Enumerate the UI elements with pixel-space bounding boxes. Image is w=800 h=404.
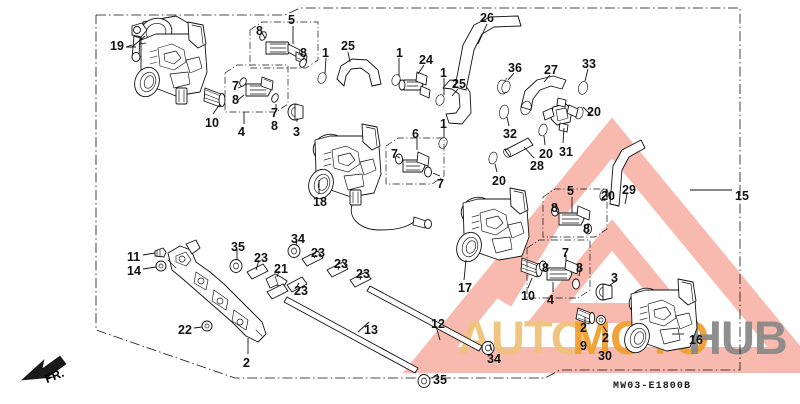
- callout-35: 35: [231, 240, 245, 254]
- callout-24: 24: [419, 53, 433, 67]
- callout-5: 5: [288, 13, 295, 27]
- callout-20: 20: [587, 105, 601, 119]
- callout-11: 11: [127, 250, 141, 264]
- callout-30: 30: [598, 349, 612, 363]
- callout-32: 32: [503, 127, 517, 141]
- watermark-text-hub: HUB: [688, 311, 788, 364]
- callout-12: 12: [431, 317, 445, 331]
- callout-2: 2: [580, 321, 587, 335]
- callout-15: 15: [735, 189, 749, 203]
- carburetor-16: [624, 278, 698, 354]
- callout-7: 7: [437, 177, 444, 191]
- callout-23: 23: [334, 257, 348, 271]
- callout-33: 33: [582, 57, 596, 71]
- callout-35: 35: [433, 373, 447, 387]
- callout-10: 10: [205, 116, 219, 130]
- part-22-washer: [201, 320, 213, 332]
- clips-group: [488, 77, 609, 202]
- parts-11-14: [154, 247, 167, 272]
- hose-29: [609, 139, 646, 207]
- callout-20: 20: [492, 174, 506, 188]
- group-5-assembly: [224, 21, 319, 113]
- callout-23: 23: [356, 267, 370, 281]
- callout-21: 21: [274, 262, 288, 276]
- callout-18: 18: [313, 195, 327, 209]
- part-3-bushing-b: [595, 283, 613, 301]
- callout-27: 27: [544, 63, 558, 77]
- diagram-border: [95, 7, 741, 379]
- callout-14: 14: [127, 264, 141, 278]
- callout-7: 7: [391, 147, 398, 161]
- callout-3: 3: [611, 271, 618, 285]
- carburetor-17: [456, 187, 543, 278]
- parts-2-9-30: [575, 307, 606, 325]
- callout-10: 10: [521, 289, 535, 303]
- callout-5: 5: [567, 184, 574, 198]
- callout-17: 17: [458, 281, 472, 295]
- callout-28: 28: [530, 159, 544, 173]
- callout-1: 1: [396, 46, 403, 60]
- callout-26: 26: [480, 11, 494, 25]
- callout-23: 23: [311, 246, 325, 260]
- callout-19: 19: [110, 39, 124, 53]
- diagram-code: MW03-E1800B: [613, 381, 692, 392]
- part-28-tube: [503, 137, 534, 158]
- part-10-screw-left: [203, 87, 226, 108]
- callout-9: 9: [580, 339, 587, 353]
- hose-25a: [336, 58, 382, 87]
- callout-29: 29: [622, 183, 636, 197]
- hose-26: [454, 15, 522, 91]
- group-6-assembly: [385, 137, 445, 185]
- callout-8: 8: [542, 261, 549, 275]
- callout-1: 1: [322, 46, 329, 60]
- callout-8: 8: [300, 46, 307, 60]
- callout-16: 16: [689, 333, 703, 347]
- callout-31: 31: [559, 145, 573, 159]
- carburetor-18: [308, 123, 432, 231]
- callout-7: 7: [232, 79, 239, 93]
- callout-23: 23: [254, 251, 268, 265]
- hose-27: [520, 75, 567, 116]
- callout-25: 25: [341, 39, 355, 53]
- callout-6: 6: [412, 127, 419, 141]
- callout-4: 4: [238, 125, 245, 139]
- callout-8: 8: [256, 24, 263, 38]
- callout-34: 34: [291, 232, 305, 246]
- callout-34: 34: [487, 352, 501, 366]
- callout-20: 20: [601, 189, 615, 203]
- callout-7: 7: [562, 246, 569, 260]
- group-5-assembly-right: [526, 188, 608, 299]
- linkage-parts: [229, 244, 495, 388]
- callout-4: 4: [547, 293, 554, 307]
- carburetor-19: [131, 15, 226, 108]
- callout-2: 2: [243, 356, 250, 370]
- callout-23: 23: [294, 284, 308, 298]
- callout-25: 25: [452, 77, 466, 91]
- callout-1: 1: [440, 117, 447, 131]
- part-3-bushing-a: [287, 103, 304, 121]
- callout-8: 8: [551, 201, 558, 215]
- fr-arrow-icon: [21, 355, 67, 381]
- callout-8: 8: [576, 261, 583, 275]
- callout-36: 36: [508, 61, 522, 75]
- leader-lines: [125, 23, 732, 379]
- part-10-screw-right: [520, 257, 543, 278]
- callout-3: 3: [293, 125, 300, 139]
- callout-7: 7: [271, 106, 278, 120]
- watermark-text-auto: AUTO: [458, 311, 587, 364]
- callout-2: 2: [602, 331, 609, 345]
- callout-8: 8: [583, 222, 590, 236]
- callout-8: 8: [271, 119, 278, 133]
- callout-8: 8: [232, 93, 239, 107]
- callout-13: 13: [364, 323, 378, 337]
- callout-20: 20: [539, 147, 553, 161]
- part-31-cross-joint: [542, 97, 579, 133]
- part-24-fitting: [398, 71, 431, 99]
- callout-22: 22: [178, 323, 192, 337]
- callout-1: 1: [440, 66, 447, 80]
- bracket-2: [167, 239, 267, 343]
